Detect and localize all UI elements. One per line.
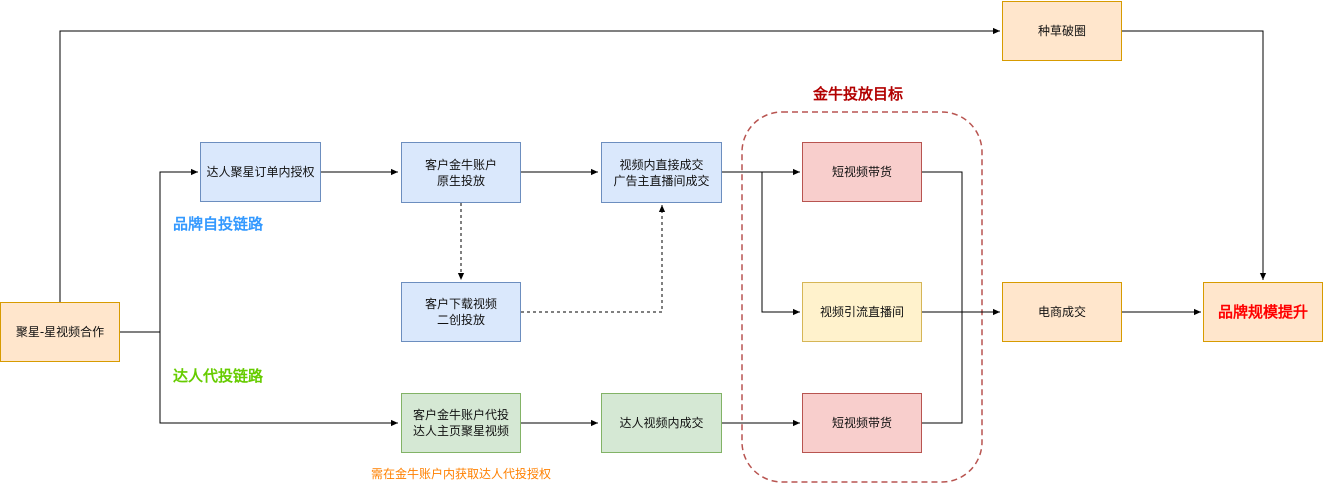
edge-seed-brand <box>1122 30 1267 280</box>
authorization-note: 需在金牛账户内获取达人代投授权 <box>371 467 552 481</box>
edge-source-seed <box>59 27 1000 302</box>
node-proxy: 客户金牛账户代投 达人主页聚星视频 <box>401 393 521 453</box>
node-kol-deal: 达人视频内成交 <box>601 393 722 453</box>
node-direct-deal: 视频内直接成交 广告主直播间成交 <box>601 142 722 203</box>
edge-direct-live <box>761 172 800 316</box>
goal-group-border <box>741 111 983 483</box>
node-live-stream: 视频引流直播间 <box>802 282 922 342</box>
kol-chain-label: 达人代投链路 <box>173 367 264 385</box>
node-short-video-1: 短视频带货 <box>802 142 922 202</box>
node-source: 聚星-星视频合作 <box>0 302 120 362</box>
node-ecom: 电商成交 <box>1002 282 1122 342</box>
node-authorize: 达人聚星订单内授权 <box>200 142 321 202</box>
edge-split-proxy <box>159 332 398 427</box>
edge-split-authorize <box>159 168 198 332</box>
node-short-video-2: 短视频带货 <box>802 393 922 453</box>
goal-label: 金牛投放目标 <box>813 85 904 103</box>
node-seed: 种草破圈 <box>1002 1 1122 61</box>
node-native: 客户金牛账户 原生投放 <box>401 142 521 203</box>
brand-chain-label: 品牌自投链路 <box>173 215 264 233</box>
node-download: 客户下载视频 二创投放 <box>401 282 521 342</box>
edge-download-direct <box>521 205 666 313</box>
edge-short2-join <box>922 312 963 424</box>
edge-short1-join <box>922 171 963 312</box>
node-brand: 品牌规模提升 <box>1203 282 1323 342</box>
